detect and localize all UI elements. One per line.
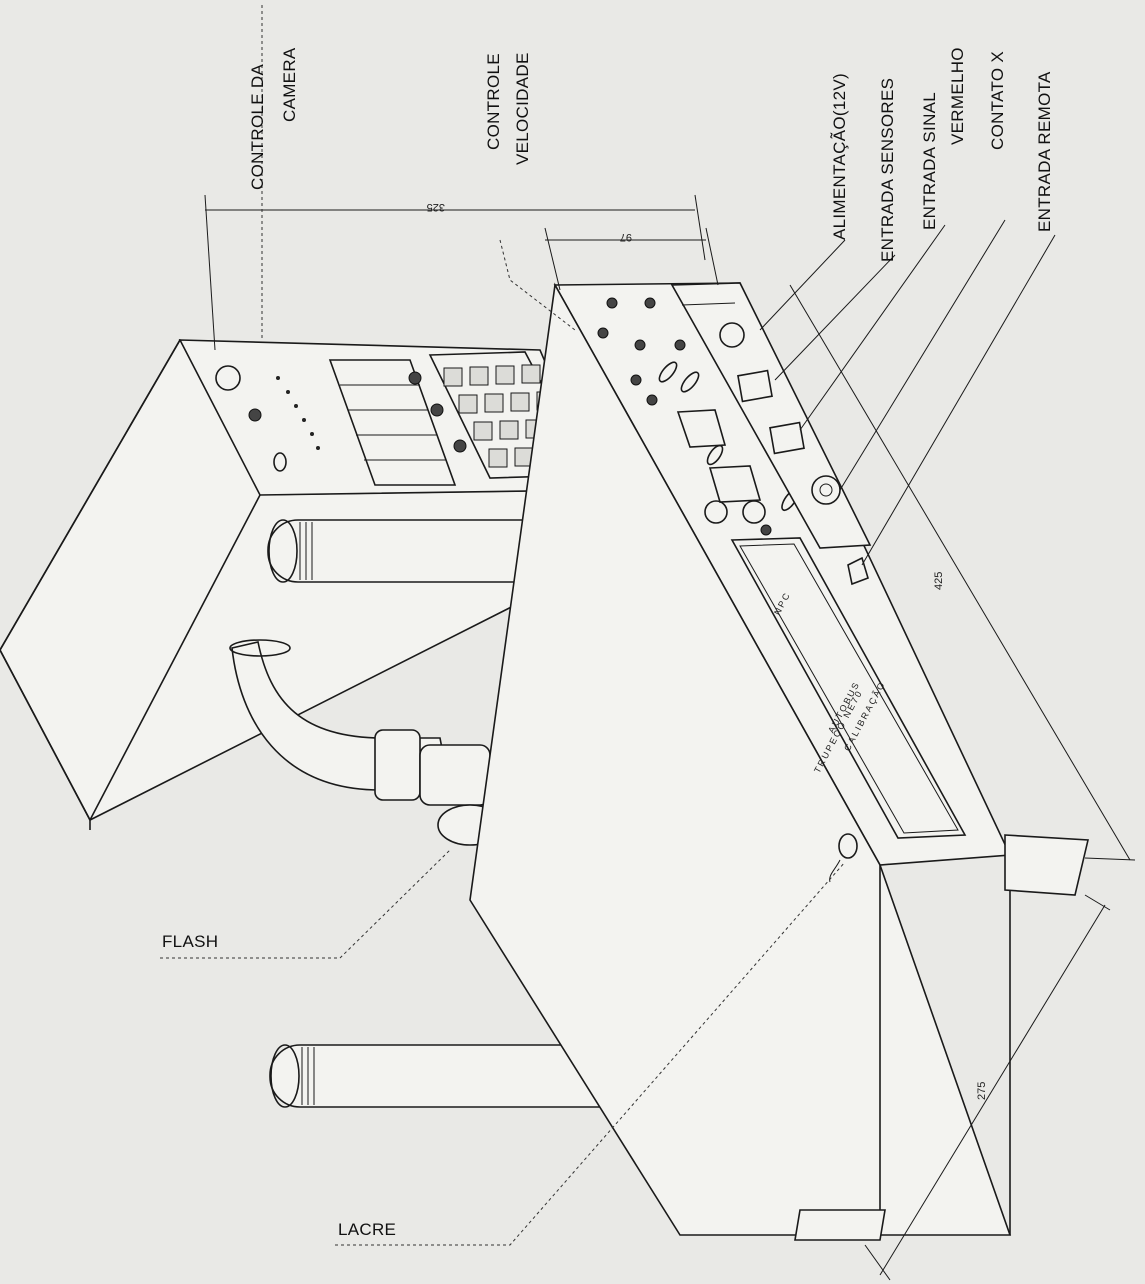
front-label-panel [730,537,967,839]
remote-input-icon [847,556,869,586]
dimension-97: 97 [619,231,632,243]
flash-elbow [229,639,503,846]
lens-port-icon [215,365,241,391]
signal-connector-icon [769,421,805,455]
led-column [276,376,320,450]
leader-lines [160,5,1056,1246]
base-unit [469,282,1089,1241]
label-remote-input: ENTRADA REMOTA [1035,71,1054,232]
keypad-key [488,448,508,468]
keypad-key [443,367,463,387]
camera-display [328,359,457,486]
speed-control-panel [597,297,799,536]
knob-icon [430,403,444,417]
keypad-key [469,366,489,386]
label-x-contact: CONTATO X [988,50,1007,150]
keypad-key [473,421,493,441]
toggle-icon [273,452,287,472]
keypad-key [458,394,478,414]
sensor-connector-icon [737,369,773,403]
button-icon [248,408,262,422]
label-flash: FLASH [162,932,219,951]
knob-icon [408,371,422,385]
dimension-275: 275 [976,1081,988,1100]
label-speed-control-line2: VELOCIDADE [513,52,532,165]
label-power-input: ALIMENTAÇÃO(12V) [830,73,849,240]
dimension-425: 425 [933,571,945,590]
label-signal-input-line1: ENTRADA SINAL [920,91,939,230]
keypad-key [484,393,504,413]
keypad-key [510,392,530,412]
label-sensor-input: ENTRADA SENSORES [878,77,897,262]
power-connector-icon [719,322,745,348]
keypad-key [499,420,519,440]
label-camera-control-line2: CAMERA [280,47,299,122]
label-speed-control-line1: CONTROLE [484,53,503,150]
label-seal: LACRE [338,1220,397,1239]
keypad-key [495,365,515,385]
label-signal-input-line2: VERMELHO [948,47,967,145]
knob-icon [453,439,467,453]
dimension-325: 325 [426,201,445,213]
dimension-lines [204,194,1136,1281]
keypad-key [521,364,541,384]
seal-ring [829,833,858,883]
label-camera-control-line1: CONTROLE DA [248,63,267,190]
